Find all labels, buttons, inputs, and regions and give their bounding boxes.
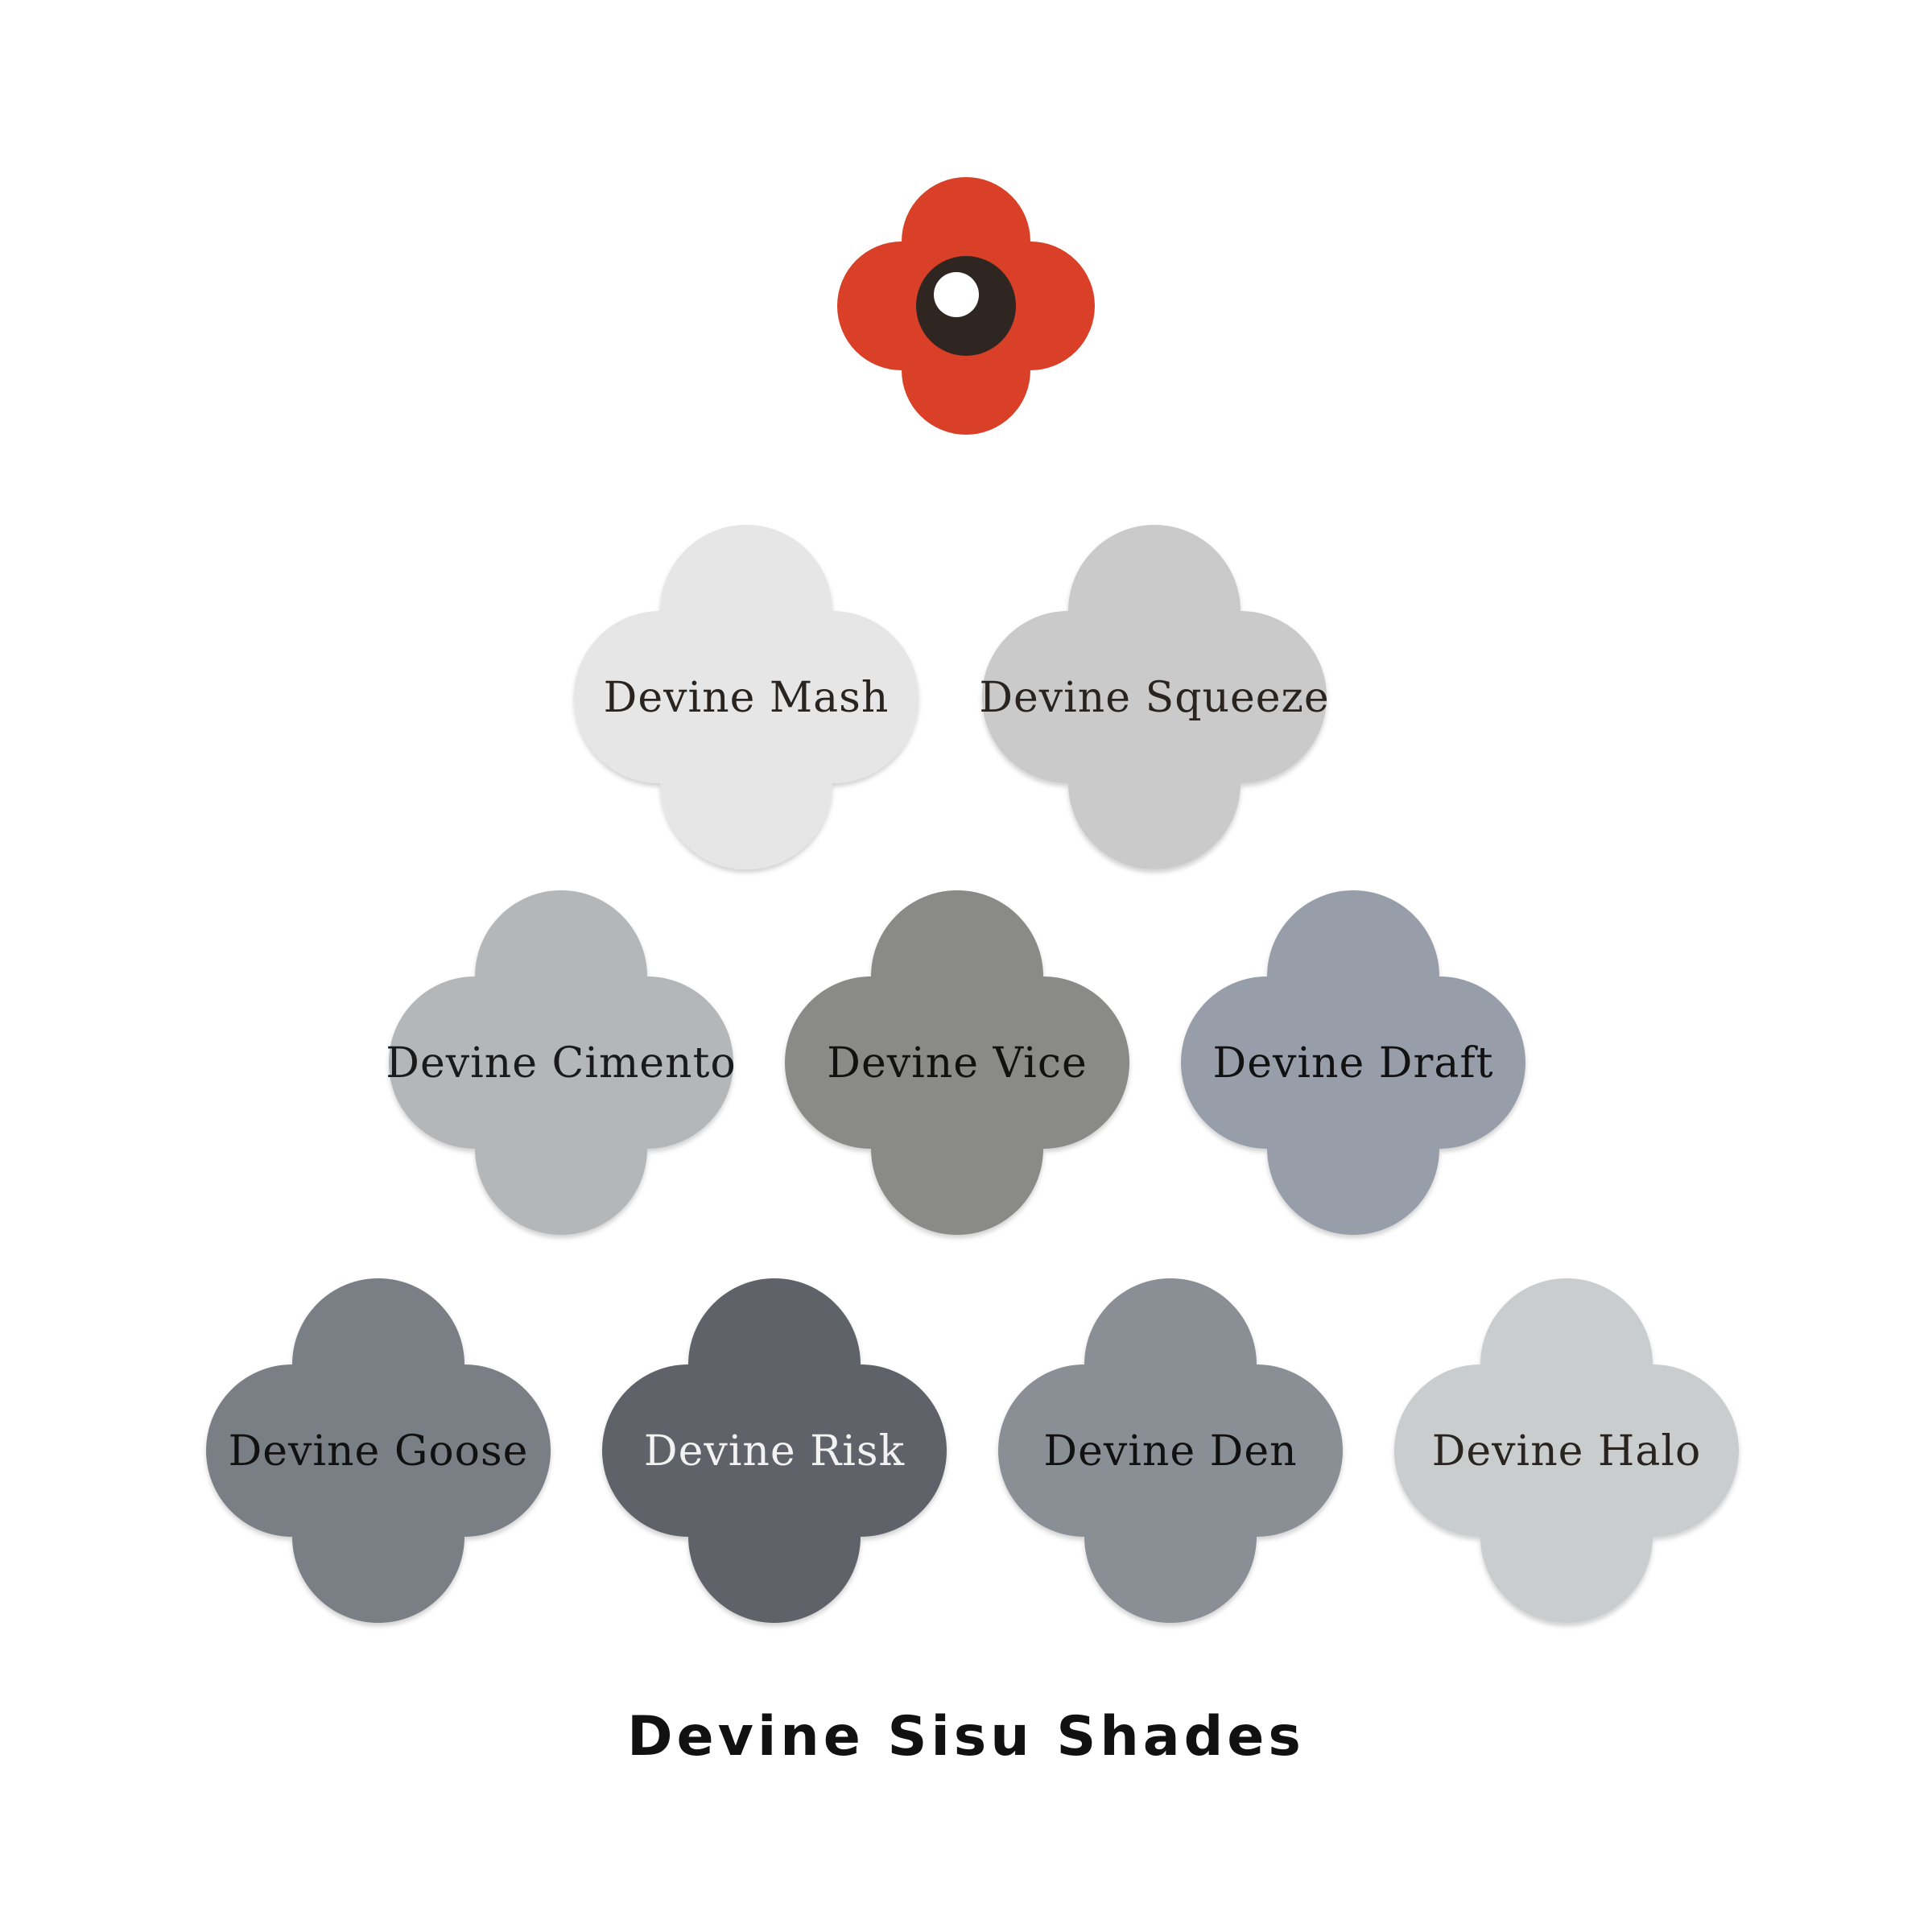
swatch-shape: [602, 1278, 947, 1623]
swatch-devine-squeeze: Devine Squeeze: [979, 525, 1329, 869]
swatch-label: Devine Risk: [644, 1427, 905, 1476]
swatch-devine-mash: Devine Mash: [574, 525, 919, 869]
swatch-shape: [389, 890, 733, 1235]
swatch-devine-draft: Devine Draft: [1181, 890, 1525, 1235]
swatch-label: Devine Den: [1043, 1427, 1297, 1476]
swatch-shape: [574, 525, 919, 869]
swatch-label: Devine Vice: [827, 1039, 1087, 1088]
swatch-shape: [1181, 890, 1525, 1235]
swatch-devine-den: Devine Den: [998, 1278, 1343, 1623]
swatch-shape: [785, 890, 1129, 1235]
swatch-shape: [206, 1278, 551, 1623]
swatch-devine-risk: Devine Risk: [602, 1278, 947, 1623]
poppy-logo-icon: [837, 177, 1095, 435]
swatch-label: Devine Cimento: [386, 1039, 736, 1088]
swatch-label: Devine Draft: [1213, 1039, 1494, 1088]
swatch-label: Devine Goose: [229, 1427, 529, 1476]
swatch-label: Devine Squeeze: [979, 674, 1329, 722]
swatch-shape: [1394, 1278, 1739, 1623]
swatch-shape: [982, 525, 1327, 869]
swatch-label: Devine Halo: [1432, 1427, 1702, 1476]
swatch-devine-goose: Devine Goose: [206, 1278, 551, 1623]
swatch-devine-vice: Devine Vice: [785, 890, 1129, 1235]
swatch-grid: Devine Mash Devine Squeeze Devine Ciment…: [206, 525, 1739, 1623]
logo-highlight-icon: [934, 272, 979, 317]
page-title: Devine Sisu Shades: [627, 1705, 1305, 1769]
swatch-shape: [998, 1278, 1343, 1623]
swatch-devine-cimento: Devine Cimento: [386, 890, 736, 1235]
swatch-label: Devine Mash: [604, 674, 890, 722]
swatch-devine-halo: Devine Halo: [1394, 1278, 1739, 1623]
